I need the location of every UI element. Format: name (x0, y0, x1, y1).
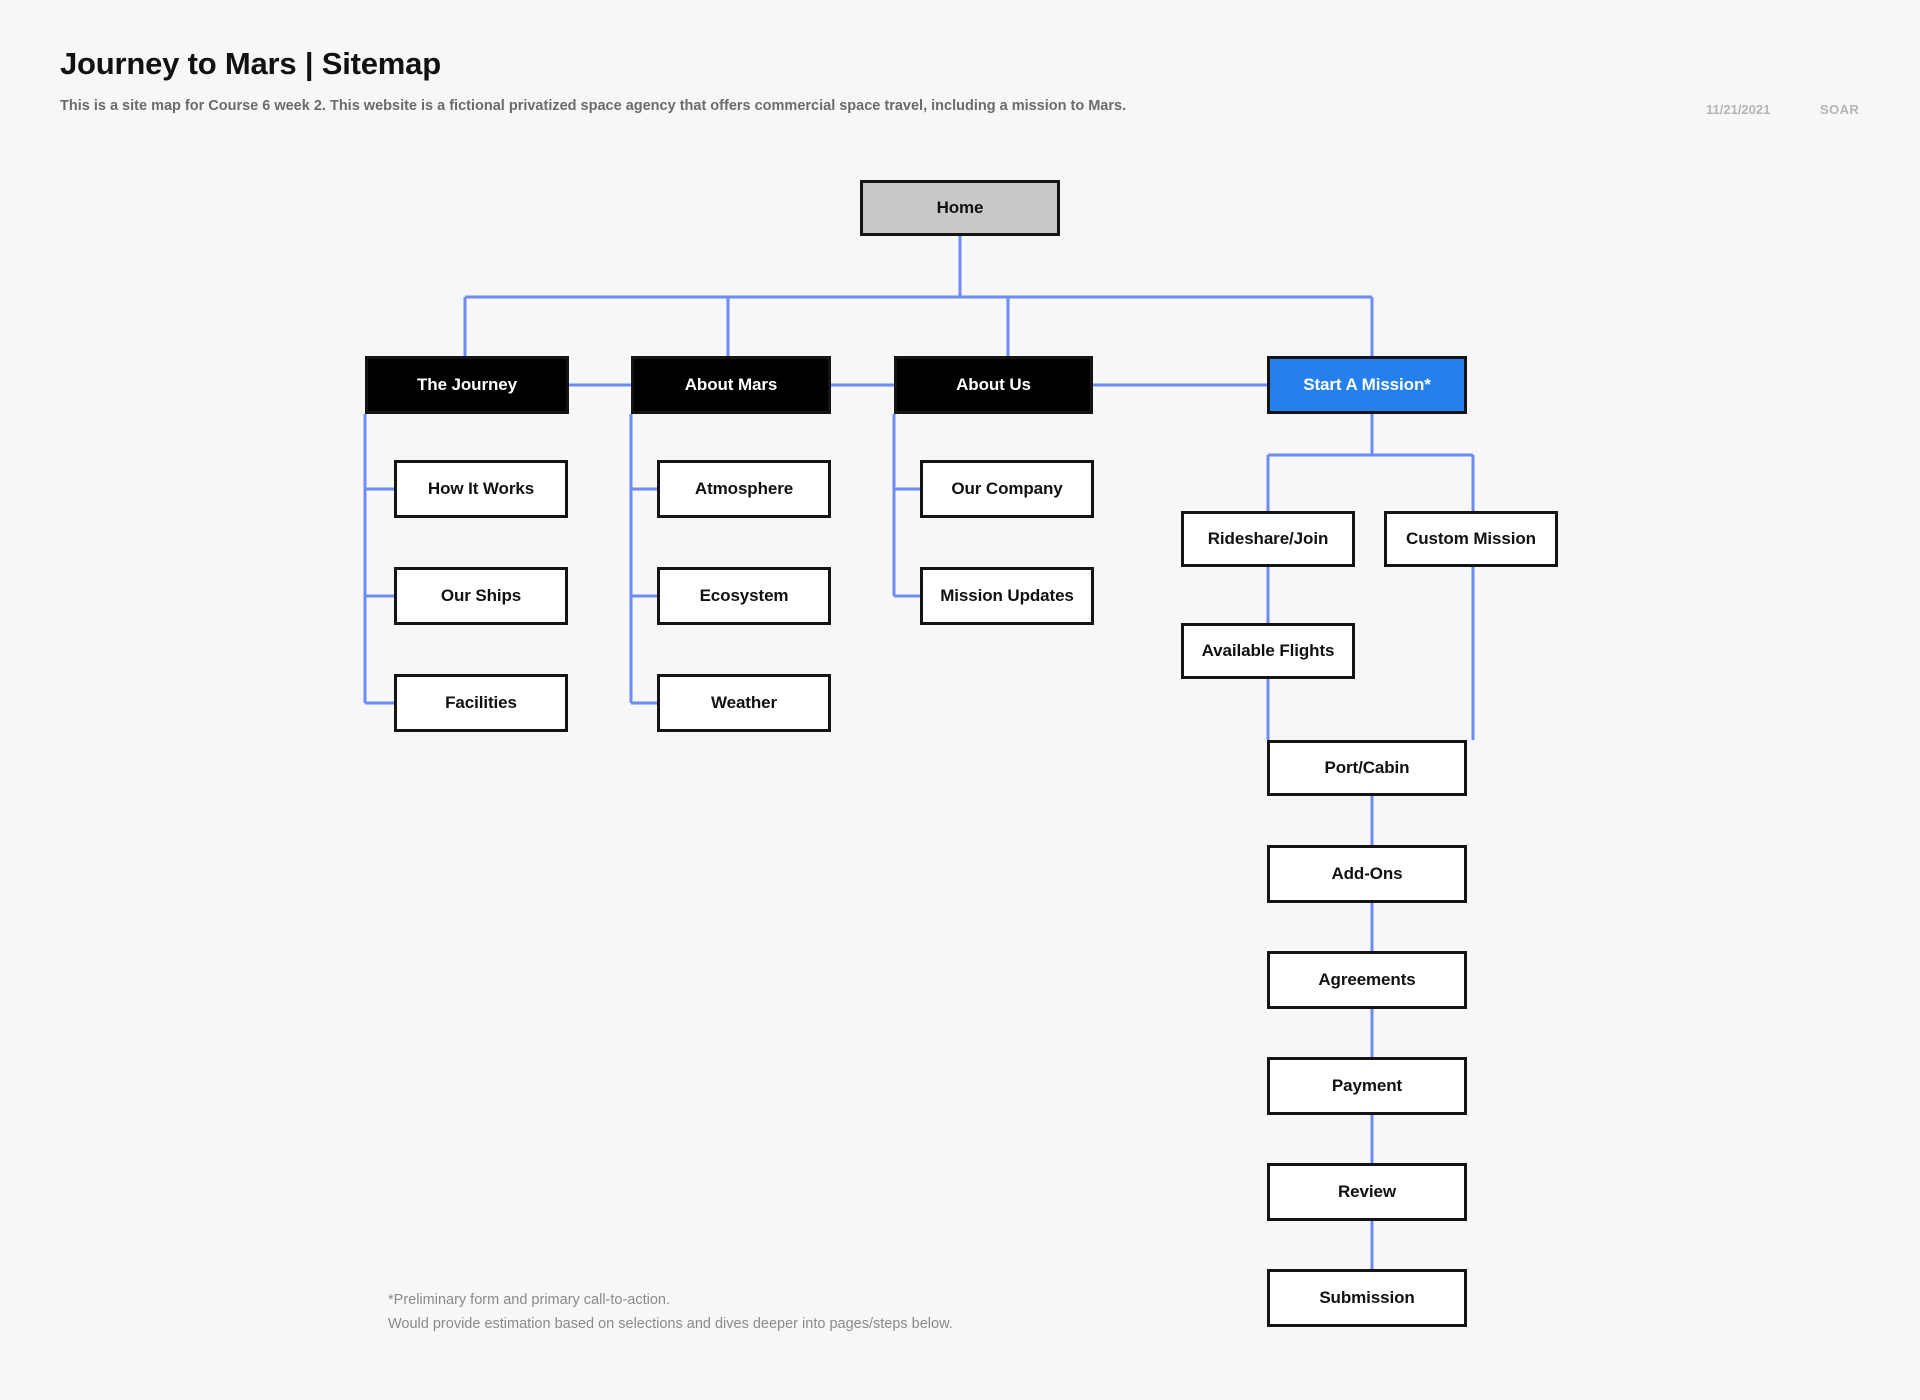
document-date: 11/21/2021 (1706, 102, 1771, 117)
node-ecosystem-label: Ecosystem (699, 586, 789, 605)
node-ecosystem[interactable]: Ecosystem (657, 567, 831, 625)
node-agreements[interactable]: Agreements (1267, 951, 1467, 1009)
node-the-journey[interactable]: The Journey (365, 356, 569, 414)
node-mission-updates-label: Mission Updates (940, 586, 1074, 605)
node-our-company[interactable]: Our Company (920, 460, 1094, 518)
node-port-cabin[interactable]: Port/Cabin (1267, 740, 1467, 796)
node-our-ships-label: Our Ships (440, 586, 522, 605)
node-submission-label: Submission (1319, 1288, 1415, 1307)
node-review-label: Review (1338, 1182, 1396, 1201)
node-the-journey-label: The Journey (417, 375, 517, 394)
node-review[interactable]: Review (1267, 1163, 1467, 1221)
node-custom-mission-label: Custom Mission (1406, 529, 1536, 548)
node-home-label: Home (936, 198, 984, 217)
node-payment[interactable]: Payment (1267, 1057, 1467, 1115)
node-add-ons[interactable]: Add-Ons (1267, 845, 1467, 903)
footnote: *Preliminary form and primary call-to-ac… (388, 1288, 953, 1336)
node-our-ships[interactable]: Our Ships (394, 567, 568, 625)
page-header: Journey to Mars | Sitemap This is a site… (0, 0, 1920, 130)
node-home[interactable]: Home (860, 180, 1060, 236)
node-add-ons-label: Add-Ons (1331, 864, 1403, 883)
node-facilities[interactable]: Facilities (394, 674, 568, 732)
node-start-a-mission-label: Start A Mission* (1303, 375, 1431, 394)
node-port-cabin-label: Port/Cabin (1324, 758, 1410, 777)
node-mission-updates[interactable]: Mission Updates (920, 567, 1094, 625)
footnote-line-1: *Preliminary form and primary call-to-ac… (388, 1292, 671, 1308)
node-facilities-label: Facilities (445, 693, 517, 712)
node-atmosphere[interactable]: Atmosphere (657, 460, 831, 518)
node-about-us[interactable]: About Us (894, 356, 1093, 414)
node-about-mars-label: About Mars (684, 375, 778, 394)
node-weather[interactable]: Weather (657, 674, 831, 732)
node-about-mars[interactable]: About Mars (631, 356, 831, 414)
document-author: SOAR (1820, 102, 1860, 117)
page-subtitle: This is a site map for Course 6 week 2. … (60, 98, 1127, 114)
node-available-flights[interactable]: Available Flights (1181, 623, 1355, 679)
node-rideshare-join[interactable]: Rideshare/Join (1181, 511, 1355, 567)
node-our-company-label: Our Company (951, 479, 1063, 498)
node-how-it-works[interactable]: How It Works (394, 460, 568, 518)
node-rideshare-join-label: Rideshare/Join (1207, 529, 1329, 548)
node-atmosphere-label: Atmosphere (694, 479, 794, 498)
node-agreements-label: Agreements (1318, 970, 1416, 989)
node-about-us-label: About Us (956, 375, 1031, 394)
node-payment-label: Payment (1331, 1076, 1403, 1095)
node-submission[interactable]: Submission (1267, 1269, 1467, 1327)
node-how-it-works-label: How It Works (427, 479, 535, 498)
node-start-a-mission[interactable]: Start A Mission* (1267, 356, 1467, 414)
footnote-line-2: Would provide estimation based on select… (388, 1316, 953, 1332)
node-weather-label: Weather (710, 693, 778, 712)
page-title: Journey to Mars | Sitemap (60, 46, 441, 81)
node-available-flights-label: Available Flights (1201, 641, 1335, 660)
node-custom-mission[interactable]: Custom Mission (1384, 511, 1558, 567)
